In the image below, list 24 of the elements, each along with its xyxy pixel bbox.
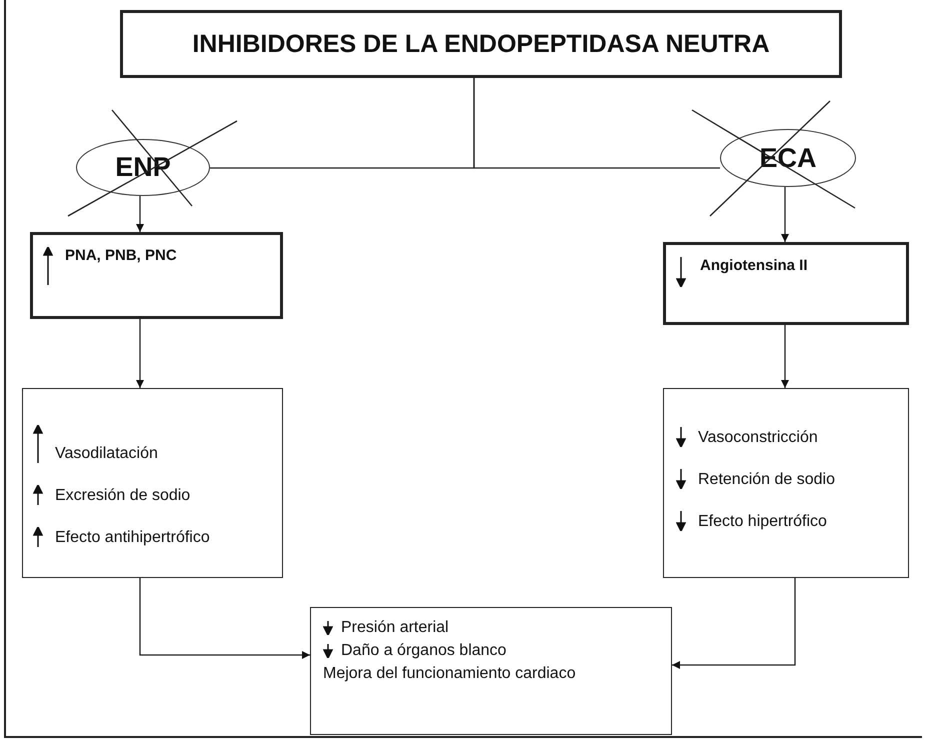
- connector-arrow: [139, 578, 310, 659]
- effect-text: Presión arterial: [341, 618, 449, 638]
- connector-arrow: [136, 196, 144, 232]
- effect-text: Vasodilatación: [55, 444, 158, 463]
- effect-text: Excresión de sodio: [55, 486, 190, 505]
- effect-text: PNA, PNB, PNC: [65, 247, 177, 265]
- connector-arrow: [136, 319, 144, 388]
- connector-arrow: [781, 187, 789, 242]
- effect-text: Angiotensina II: [700, 257, 808, 275]
- effect-text: Retención de sodio: [698, 470, 835, 489]
- effect-text: Mejora del funcionamiento cardiaco: [323, 664, 576, 684]
- effect-text: Efecto antihipertrófico: [55, 528, 210, 547]
- effect-text: Daño a órganos blanco: [341, 641, 506, 660]
- process-box: [310, 607, 672, 735]
- title-text: INHIBIDORES DE LA ENDOPEPTIDASA NEUTRA: [192, 29, 770, 59]
- effect-text: Vasoconstricción: [698, 428, 818, 447]
- process-box: [663, 388, 909, 578]
- process-box: [22, 388, 283, 578]
- connector-arrow: [672, 578, 796, 669]
- process-box: [30, 232, 283, 319]
- process-box: [663, 242, 909, 325]
- title-box: [120, 10, 842, 78]
- effect-text: Efecto hipertrófico: [698, 512, 827, 531]
- connector-arrow: [781, 325, 789, 388]
